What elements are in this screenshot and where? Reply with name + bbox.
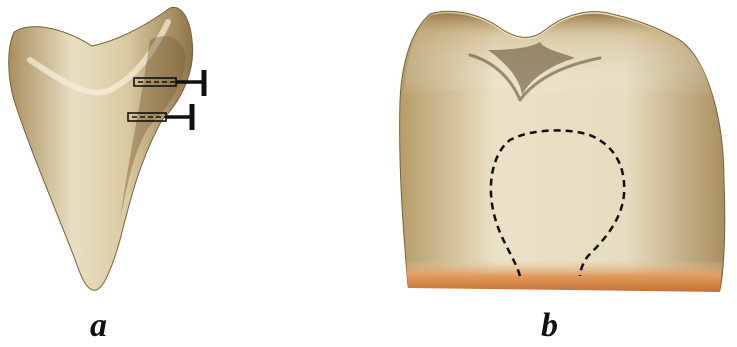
panel-label-b: b <box>541 309 558 343</box>
tooth-b-root-band <box>406 260 722 292</box>
panel-a-tooth <box>9 7 204 290</box>
panel-b-tooth <box>400 11 725 292</box>
panel-label-a: a <box>90 309 107 343</box>
